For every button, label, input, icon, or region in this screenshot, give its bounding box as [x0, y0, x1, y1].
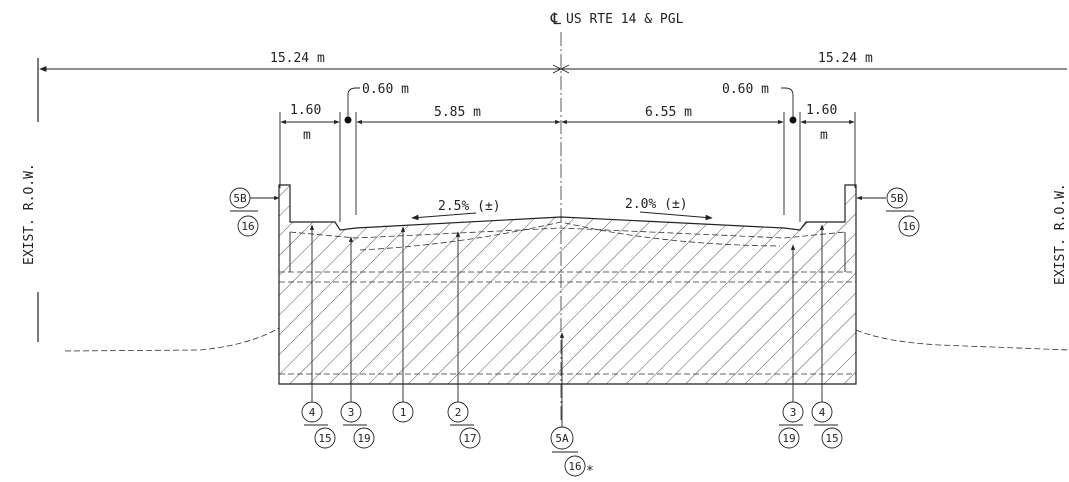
dim-right-shoulder-num: 1.60: [806, 103, 837, 118]
callout-1-text: 1: [400, 406, 407, 419]
dim-left-shoulder-num: 1.60: [290, 103, 321, 118]
callout-16-left-text: 16: [241, 220, 254, 233]
callout-asterisk: *: [586, 464, 594, 479]
callout-5b-right-text: 5B: [890, 192, 904, 205]
slope-right-label: 2.0% (±): [625, 197, 688, 212]
lane-dimensions: 1.60 m 5.85 m 6.55 m 1.60 m 0.60 m 0.60 …: [279, 82, 856, 222]
row-right: EXIST. R.O.W.: [1053, 183, 1068, 285]
leader-4-left: 4 15: [301, 224, 336, 449]
row-right-label: EXIST. R.O.W.: [1053, 183, 1068, 285]
roadway-section: [278, 184, 857, 385]
callout-5b-right: 5B 16: [856, 187, 920, 237]
left-offset-dot: [344, 116, 352, 124]
callout-19-left-text: 19: [357, 432, 370, 445]
callout-2-text: 2: [455, 406, 462, 419]
callout-17-text: 17: [463, 432, 476, 445]
leader-3-right: 3 19: [778, 244, 804, 449]
slope-right: 2.0% (±): [625, 197, 713, 221]
dim-left-offset: 0.60 m: [362, 82, 409, 97]
callout-5b-left-text: 5B: [233, 192, 247, 205]
row-left-label: EXIST. R.O.W.: [22, 163, 37, 265]
row-left: EXIST. R.O.W.: [22, 58, 39, 342]
slope-left-label: 2.5% (±): [438, 199, 501, 214]
callout-19-right-text: 19: [782, 432, 795, 445]
existing-ground-right: [855, 329, 1069, 351]
leader-5a: 5A 16 *: [550, 332, 594, 479]
existing-ground-left: [64, 327, 280, 352]
dim-left-shoulder-unit: m: [303, 128, 311, 143]
centerline-label: US RTE 14 & PGL: [566, 12, 684, 27]
callout-16-center-text: 16: [568, 460, 581, 473]
pavement-structure: [278, 184, 857, 385]
callout-3-right-text: 3: [790, 406, 797, 419]
callout-15-left-text: 15: [318, 432, 331, 445]
right-offset-dot: [789, 116, 797, 124]
callout-5a-text: 5A: [555, 432, 569, 445]
callout-5b-left: 5B 16: [229, 187, 280, 237]
callout-3-left-text: 3: [348, 406, 355, 419]
leader-1: 1: [392, 226, 414, 423]
dim-left-row: 15.24 m: [270, 51, 325, 66]
dim-right-lane: 6.55 m: [645, 105, 692, 120]
callout-16-right-text: 16: [902, 220, 915, 233]
slope-left: 2.5% (±): [411, 199, 501, 221]
leader-4-right: 4 15: [811, 224, 843, 449]
dim-right-shoulder-unit: m: [820, 128, 828, 143]
dim-right-row: 15.24 m: [818, 51, 873, 66]
callout-4-left-text: 4: [309, 406, 316, 419]
row-dimension: 15.24 m 15.24 m: [39, 51, 1067, 74]
callout-4-right-text: 4: [819, 406, 826, 419]
callout-15-right-text: 15: [825, 432, 838, 445]
dim-right-offset: 0.60 m: [722, 82, 769, 97]
centerline-symbol: ℄: [550, 9, 562, 28]
leader-2: 2 17: [447, 231, 481, 449]
dim-left-lane: 5.85 m: [434, 105, 481, 120]
leader-3-left: 3 19: [340, 236, 375, 449]
